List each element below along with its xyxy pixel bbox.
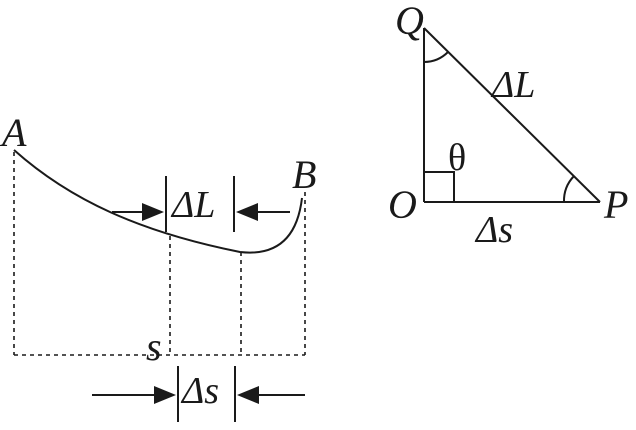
delta-l-bracket: [112, 176, 290, 232]
curve-figure: A B ΔL s Δs: [0, 110, 316, 422]
label-delta-l: ΔL: [170, 184, 215, 226]
delta-s-left-arrowhead: [154, 386, 176, 404]
right-angle-marker: [424, 171, 455, 202]
delta-s-right-arrowhead: [237, 386, 259, 404]
label-point-b: B: [292, 152, 316, 197]
label-vertex-o: O: [388, 182, 417, 227]
label-s: s: [146, 324, 162, 369]
delta-s-bracket: [92, 366, 305, 422]
label-base: Δs: [474, 209, 513, 251]
label-vertex-q: Q: [395, 0, 424, 43]
curve-ab: [13, 149, 303, 254]
angle-arc-p: [562, 175, 575, 203]
angle-arc-q: [423, 51, 449, 63]
label-point-a: A: [0, 110, 27, 155]
label-vertex-p: P: [603, 182, 628, 227]
label-angle-theta: θ: [448, 137, 466, 179]
label-hypotenuse: ΔL: [490, 64, 535, 106]
delta-l-right-arrowhead: [236, 203, 258, 221]
label-delta-s: Δs: [180, 370, 219, 412]
triangle-figure: Q O P ΔL θ Δs: [388, 0, 628, 251]
delta-l-left-arrowhead: [142, 203, 164, 221]
side-qp-hypotenuse: [423, 27, 601, 203]
